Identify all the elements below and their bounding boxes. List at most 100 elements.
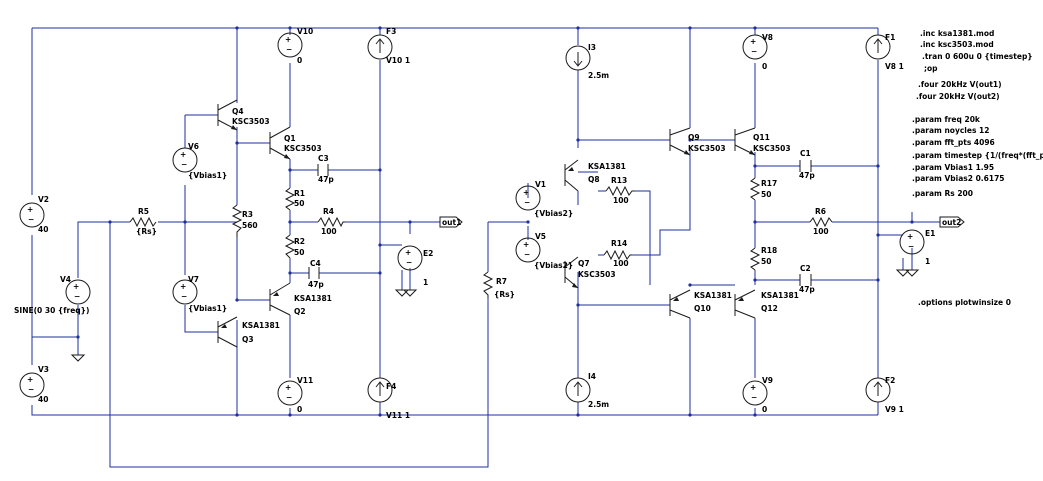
label-V4: V4 xyxy=(60,275,71,284)
label-C4-value: 47p xyxy=(308,280,324,289)
directive-options: .options plotwinsize 0 xyxy=(918,298,1011,307)
svg-text:−: − xyxy=(751,393,757,402)
directive-four-out2: .four 20kHz V(out2) xyxy=(916,92,1000,101)
label-R6-value: 100 xyxy=(813,227,829,236)
voltage-source-V7: +− xyxy=(172,279,198,305)
label-E2-value: 1 xyxy=(423,278,428,287)
svg-text:−: − xyxy=(406,258,412,267)
svg-text:+: + xyxy=(523,188,529,197)
svg-text:+: + xyxy=(73,282,79,291)
svg-text:+: + xyxy=(180,282,186,291)
label-Q9-model: KSC3503 xyxy=(688,144,726,153)
net-label-out2-text: out2 xyxy=(942,218,961,227)
label-Q7-model: KSC3503 xyxy=(578,270,616,279)
transistor-Q4 xyxy=(217,99,238,131)
svg-text:+: + xyxy=(285,35,291,44)
label-V4-value: SINE(0 30 {freq}) xyxy=(14,306,89,315)
label-E1: E1 xyxy=(925,229,935,238)
label-Q8-model: KSA1381 xyxy=(588,162,626,171)
label-V6: V6 xyxy=(188,142,199,151)
svg-text:+: + xyxy=(907,232,913,241)
svg-text:−: − xyxy=(181,160,187,169)
net-label-out2: out2 xyxy=(939,216,965,228)
directive-param-rs: .param Rs 200 xyxy=(912,189,973,198)
label-Q8: Q8 xyxy=(588,175,600,184)
svg-text:−: − xyxy=(751,47,757,56)
label-V5-value: {Vbias2} xyxy=(534,261,573,270)
label-V3-value: 40 xyxy=(38,395,48,404)
label-E2: E2 xyxy=(423,249,433,258)
label-V11-value: 0 xyxy=(297,405,302,414)
svg-text:−: − xyxy=(74,292,80,301)
label-V7: V7 xyxy=(188,275,199,284)
label-R5: R5 xyxy=(138,207,149,216)
label-V2-value: 40 xyxy=(38,225,48,234)
label-Q7: Q7 xyxy=(578,259,590,268)
label-Q2-model: KSA1381 xyxy=(294,294,332,303)
transistor-Q3 xyxy=(217,316,238,348)
directive-param-vbias1: .param Vbias1 1.95 xyxy=(912,163,994,172)
directive-param-timestep: .param timestep {1/(freq*(fft_pts-1))} xyxy=(912,151,1043,160)
label-R7: R7 xyxy=(496,277,507,286)
label-Q11: Q11 xyxy=(753,133,770,142)
label-F1-value: V8 1 xyxy=(885,62,904,71)
voltage-source-V8: +− xyxy=(742,34,768,60)
label-Q10-model: KSA1381 xyxy=(694,291,732,300)
label-R5-value: {Rs} xyxy=(136,227,157,236)
label-Q12-model: KSA1381 xyxy=(761,291,799,300)
current-source-F4 xyxy=(367,377,393,403)
transistor-Q1 xyxy=(269,126,291,160)
label-R13-value: 100 xyxy=(613,196,629,205)
label-I4-value: 2.5m xyxy=(588,400,609,409)
label-F2: F2 xyxy=(885,376,895,385)
transistor-Q2 xyxy=(269,282,291,316)
svg-text:+: + xyxy=(180,150,186,159)
label-Q9: Q9 xyxy=(688,133,700,142)
svg-text:−: − xyxy=(286,393,292,402)
label-R13: R13 xyxy=(611,176,627,185)
label-V6-value: {Vbias1} xyxy=(188,171,227,180)
voltage-source-V9: +− xyxy=(742,380,768,406)
vcvs-E1: +− xyxy=(899,229,925,255)
label-V7-value: {Vbias1} xyxy=(188,304,227,313)
voltage-source-V2: +− xyxy=(19,202,45,228)
label-V8-value: 0 xyxy=(762,62,767,71)
label-R4-value: 100 xyxy=(321,227,337,236)
label-R17-value: 50 xyxy=(761,190,771,199)
capacitors xyxy=(308,160,812,286)
label-Q3-model: KSA1381 xyxy=(242,321,280,330)
directive-param-fft-pts: .param fft_pts 4096 xyxy=(912,138,995,147)
svg-text:−: − xyxy=(181,292,187,301)
svg-text:−: − xyxy=(28,215,34,224)
voltage-source-V4: +− xyxy=(65,279,91,305)
label-R6: R6 xyxy=(815,207,826,216)
svg-text:−: − xyxy=(286,45,292,54)
svg-text:+: + xyxy=(27,375,33,384)
label-Q11-model: KSC3503 xyxy=(753,144,791,153)
current-source-F1 xyxy=(865,34,891,60)
transistor-Q11 xyxy=(734,127,756,156)
spice-directives: .inc ksa1381.mod .inc ksc3503.mod .tran … xyxy=(912,29,1043,307)
transistor-Q9 xyxy=(669,127,691,156)
label-R7-value: {Rs} xyxy=(494,290,515,299)
label-R2: R2 xyxy=(294,237,305,246)
label-C2-value: 47p xyxy=(799,285,815,294)
label-Q10: Q10 xyxy=(694,304,711,313)
label-F4-value: V11 1 xyxy=(386,411,410,420)
label-V11: V11 xyxy=(297,376,313,385)
label-R14-value: 100 xyxy=(613,259,629,268)
svg-text:+: + xyxy=(750,383,756,392)
label-Q12: Q12 xyxy=(761,304,778,313)
label-Q1: Q1 xyxy=(284,134,296,143)
net-label-out1-text: out1 xyxy=(442,218,461,227)
component-labels: V10 0 F3 V10 1 Q4 KSC3503 Q1 KSC3503 V6 … xyxy=(14,27,935,420)
svg-text:+: + xyxy=(285,383,291,392)
junctions xyxy=(76,26,914,417)
label-F2-value: V9 1 xyxy=(885,405,904,414)
transistor-Q12 xyxy=(734,289,756,319)
svg-text:−: − xyxy=(908,242,914,251)
svg-text:−: − xyxy=(524,198,530,207)
label-C1: C1 xyxy=(800,149,811,158)
label-E1-value: 1 xyxy=(925,257,930,266)
